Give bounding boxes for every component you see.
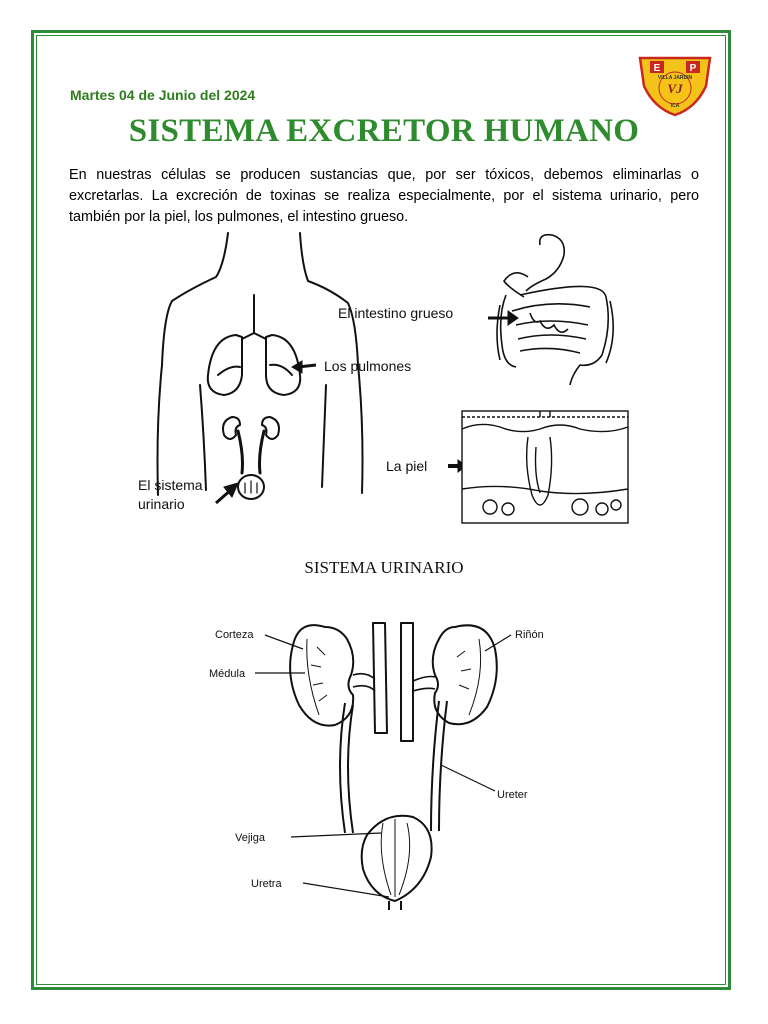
logo-letter-e: E [654,63,661,74]
intro-paragraph: En nuestras células se producen sustanci… [69,167,699,225]
page-border [31,30,731,990]
logo-monogram: VJ [667,81,683,96]
right-kidney-shape [431,624,498,726]
section-title-urinary: SISTEMA URINARIO [304,558,464,577]
school-logo: E P VJ VILLA JARDIN ICA [638,56,712,117]
skin-drawing [461,410,629,524]
torso-drawing [156,232,364,500]
label-urethra: Uretra [251,878,282,890]
urinary-system-figure: Corteza Riñón Médula Ureter Vejiga Uretr… [209,622,544,910]
left-kidney-shape [289,624,355,727]
label-bladder: Vejiga [235,832,266,844]
urinary-drawing [289,622,498,910]
label-lungs: Los pulmones [324,358,411,374]
logo-arc-text: VILLA JARDIN [658,75,693,81]
excretory-organs-figure: El intestino grueso Los pulmones La piel… [138,232,629,524]
pointer-arrows [215,310,519,505]
date-text: Martes 04 de Junio del 2024 [70,87,256,103]
logo-bottom-text: ICA [671,103,680,109]
label-cortex: Corteza [215,629,254,641]
bladder-shape [360,814,433,902]
logo-letter-p: P [690,63,697,74]
intestine-drawing [496,233,614,386]
label-intestine: El intestino grueso [338,305,453,321]
label-urinary-line1: El sistema [138,477,203,493]
label-medulla: Médula [209,668,246,680]
leader-lines [255,634,512,898]
label-kidney: Riñón [515,629,544,641]
label-ureter: Ureter [497,789,528,801]
label-skin: La piel [386,458,427,474]
label-urinary-line2: urinario [138,496,185,512]
page-title: SISTEMA EXCRETOR HUMANO [128,113,640,149]
